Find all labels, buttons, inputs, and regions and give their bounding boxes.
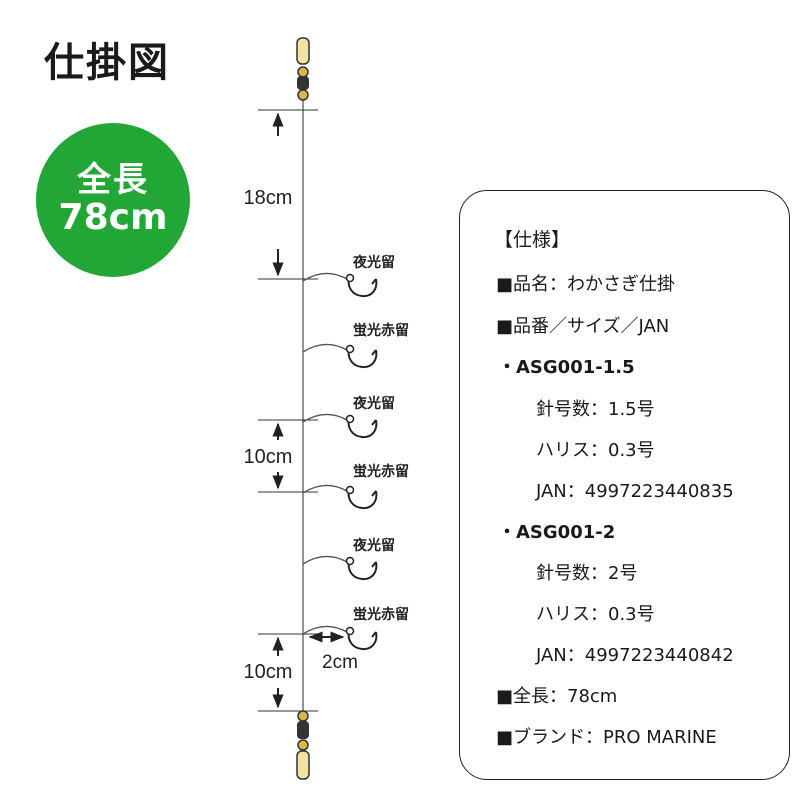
top-snap-swivel (296, 37, 310, 101)
spec-product-name: ■品名：わかさぎ仕掛 (496, 274, 676, 295)
dim-label-spacing: 10cm (244, 446, 293, 468)
hook-label: 蛍光赤留 (353, 606, 409, 623)
hook-branch: 夜光留 (302, 254, 395, 298)
badge-value: 78cm (58, 196, 168, 238)
hook-branch: 夜光留 (302, 537, 395, 581)
spec-model: ・ASG001-1.5 (498, 357, 635, 378)
badge-label: 全長 (77, 160, 149, 201)
hook-branch: 蛍光赤留 (302, 606, 409, 651)
spec-harisu: ハリス：0.3号 (536, 440, 655, 461)
hook-branch: 蛍光赤留 (302, 322, 409, 369)
total-length-badge: 全長 78cm (36, 123, 190, 277)
spec-jan: JAN：4997223440842 (536, 645, 734, 666)
hook-label: 蛍光赤留 (353, 322, 409, 339)
hook-label: 夜光留 (352, 254, 395, 271)
spec-heading: 【仕様】 (494, 229, 571, 251)
spec-model: ・ASG001-2 (498, 522, 616, 543)
hook-branch: 蛍光赤留 (302, 463, 409, 510)
page-title: 仕掛図 (44, 40, 170, 86)
spec-code-size-jan: ■品番／サイズ／JAN (496, 316, 670, 337)
spec-jan: JAN：4997223440835 (536, 481, 734, 502)
bottom-snap-swivel (296, 710, 310, 780)
dim-label-top: 18cm (244, 187, 293, 209)
spec-panel: 【仕様】 ■品名：わかさぎ仕掛 ■品番／サイズ／JAN ・ASG001-1.5 … (459, 190, 790, 780)
spec-hook-size: 針号数：1.5号 (536, 399, 655, 420)
spec-brand: ■ブランド：PRO MARINE (496, 727, 717, 748)
spec-harisu: ハリス：0.3号 (536, 604, 655, 625)
hook-label: 夜光留 (352, 395, 395, 412)
hook-label: 夜光留 (352, 537, 395, 554)
hook-label: 蛍光赤留 (353, 463, 409, 480)
spec-hook-size: 針号数：2号 (536, 563, 638, 584)
spec-total-length: ■全長：78cm (496, 686, 618, 707)
dim-label-branch: 2cm (322, 652, 358, 673)
hook-branch: 夜光留 (302, 395, 395, 439)
dim-label-bottom: 10cm (244, 661, 293, 683)
